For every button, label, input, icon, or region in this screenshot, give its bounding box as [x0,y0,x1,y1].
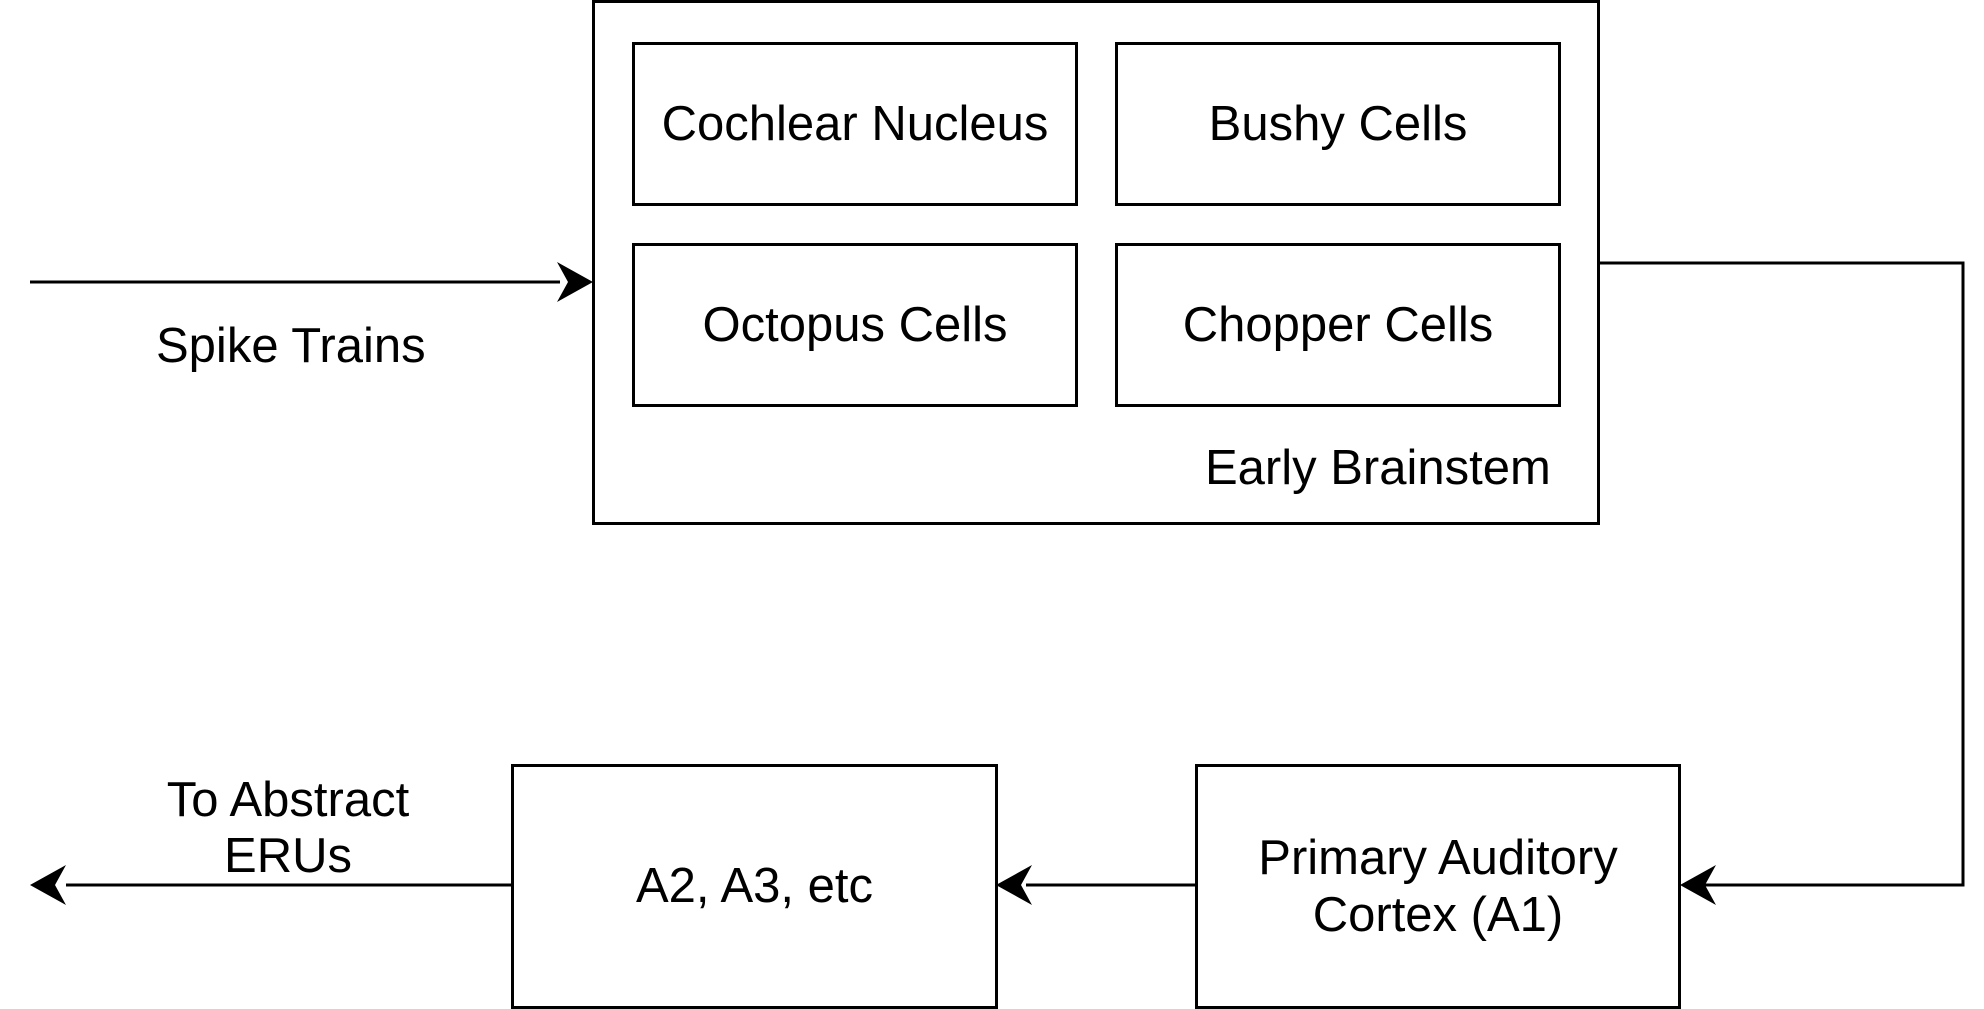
early-brainstem-group: Cochlear Nucleus Bushy Cells Octopus Cel… [592,0,1600,525]
chopper-cells-box: Chopper Cells [1115,243,1561,407]
primary-auditory-cortex-line1: Primary Auditory [1258,831,1618,886]
primary-auditory-cortex-box: Primary Auditory Cortex (A1) [1195,764,1681,1009]
output-label-line1: To Abstract [166,773,410,827]
bushy-cells-label: Bushy Cells [1208,96,1468,151]
input-label: Spike Trains [156,319,426,373]
primary-auditory-cortex-line2: Cortex (A1) [1312,887,1564,942]
a2-arrowhead [996,865,1032,905]
bushy-cells-box: Bushy Cells [1115,42,1561,206]
brainstem-to-a1-connector [1599,261,1965,887]
output-label-line2: ERUs [224,829,352,884]
octopus-cells-label: Octopus Cells [702,297,1008,352]
input-arrowhead [557,262,593,302]
secondary-cortex-label: A2, A3, etc [636,859,873,914]
secondary-cortex-box: A2, A3, etc [511,764,998,1009]
a1-arrowhead [1680,865,1716,905]
early-brainstem-title: Early Brainstem [1205,441,1551,495]
octopus-cells-box: Octopus Cells [632,243,1078,407]
chopper-cells-label: Chopper Cells [1182,297,1494,352]
cochlear-nucleus-label: Cochlear Nucleus [661,96,1049,151]
output-arrowhead [30,865,66,905]
cochlear-nucleus-box: Cochlear Nucleus [632,42,1078,206]
primary-auditory-cortex-label: Primary Auditory Cortex (A1) [1258,830,1617,943]
output-label: To Abstract ERUs [158,772,418,885]
